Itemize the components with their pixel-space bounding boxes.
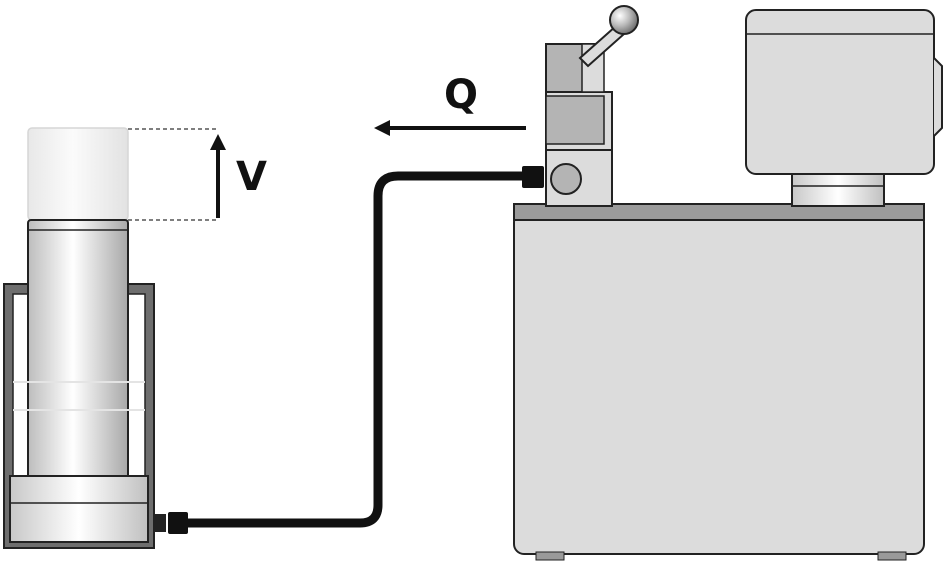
pump-top-plate <box>513 203 925 221</box>
pump-unit-icon <box>513 5 943 561</box>
motor-coupling <box>791 173 885 207</box>
pump-reservoir <box>513 211 925 555</box>
control-lever-icon[interactable] <box>578 5 639 68</box>
cylinder-fitting <box>154 514 166 532</box>
hydraulic-hose <box>188 171 524 528</box>
hose-fitting-pump <box>522 166 544 188</box>
cylinder-base <box>9 475 149 543</box>
velocity-indicator: V <box>210 134 267 218</box>
cylinder-ram <box>27 219 129 479</box>
flow-label: Q <box>444 72 478 118</box>
hydraulic-cylinder-icon <box>3 127 218 549</box>
cylinder-ram-extended <box>27 127 129 221</box>
flow-indicator: Q <box>374 72 526 136</box>
valve-port <box>550 163 582 195</box>
velocity-label: V <box>236 154 267 200</box>
